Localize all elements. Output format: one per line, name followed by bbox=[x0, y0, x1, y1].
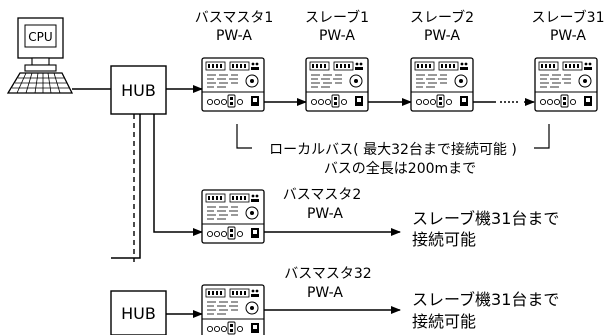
device-name: スレーブ1 bbox=[305, 9, 369, 26]
hub-label: HUB bbox=[121, 81, 156, 100]
device-bus-master-1: バスマスタ1 PW-A bbox=[195, 10, 274, 112]
device-slave-2: スレーブ2 PW-A bbox=[410, 9, 474, 112]
device-model: PW-A bbox=[307, 285, 343, 301]
device-model: PW-A bbox=[319, 28, 355, 44]
device-name: バスマスタ32 bbox=[284, 266, 371, 282]
slave-capacity-note: 接続可能 bbox=[412, 312, 476, 331]
slave-capacity-note: 接続可能 bbox=[412, 230, 476, 249]
hub-bottom: HUB bbox=[110, 290, 167, 335]
local-bus-label: ローカルバス( 最大32台まで接続可能 ) bbox=[269, 141, 517, 158]
device-name: バスマスタ1 bbox=[195, 10, 274, 26]
keyboard-icon bbox=[6, 72, 74, 94]
computer: CPU bbox=[6, 17, 74, 94]
device-model: PW-A bbox=[307, 206, 343, 222]
device-name: スレーブ31 bbox=[532, 9, 605, 26]
device-bus-master-32: バスマスタ32 PW-A スレーブ機31台まで 接続可能 bbox=[201, 266, 559, 335]
device-slave-1: スレーブ1 PW-A bbox=[305, 9, 369, 112]
monitor-screen bbox=[24, 24, 57, 48]
slave-capacity-note: スレーブ機31台まで bbox=[412, 290, 559, 309]
local-bus-note: バスの全長は200mまで bbox=[324, 160, 476, 177]
power-supply-icon bbox=[201, 189, 265, 244]
power-supply-icon bbox=[534, 57, 598, 112]
hub-top: HUB bbox=[110, 65, 167, 115]
cpu-label: CPU bbox=[28, 30, 52, 44]
monitor-base bbox=[24, 64, 57, 72]
device-bus-master-2: バスマスタ2 PW-A スレーブ機31台まで 接続可能 bbox=[201, 187, 559, 249]
local-bus-bracket-left bbox=[236, 124, 252, 149]
power-supply-icon bbox=[201, 284, 265, 335]
monitor-stand bbox=[31, 57, 50, 66]
power-supply-icon bbox=[305, 57, 369, 112]
device-model: PW-A bbox=[424, 28, 460, 44]
device-name: バスマスタ2 bbox=[283, 187, 362, 203]
device-model: PW-A bbox=[550, 28, 586, 44]
device-model: PW-A bbox=[216, 28, 252, 44]
local-bus-bracket-right bbox=[534, 124, 550, 149]
cable-hub-master2 bbox=[153, 114, 203, 236]
cable-hub-hub bbox=[111, 114, 141, 259]
power-supply-icon bbox=[410, 57, 474, 112]
cables bbox=[72, 85, 550, 318]
hub-label: HUB bbox=[121, 304, 156, 323]
slave-capacity-note: スレーブ機31台まで bbox=[412, 209, 559, 228]
power-supply-icon bbox=[201, 57, 265, 112]
device-slave-31: スレーブ31 PW-A bbox=[532, 9, 605, 112]
device-name: スレーブ2 bbox=[410, 9, 474, 26]
